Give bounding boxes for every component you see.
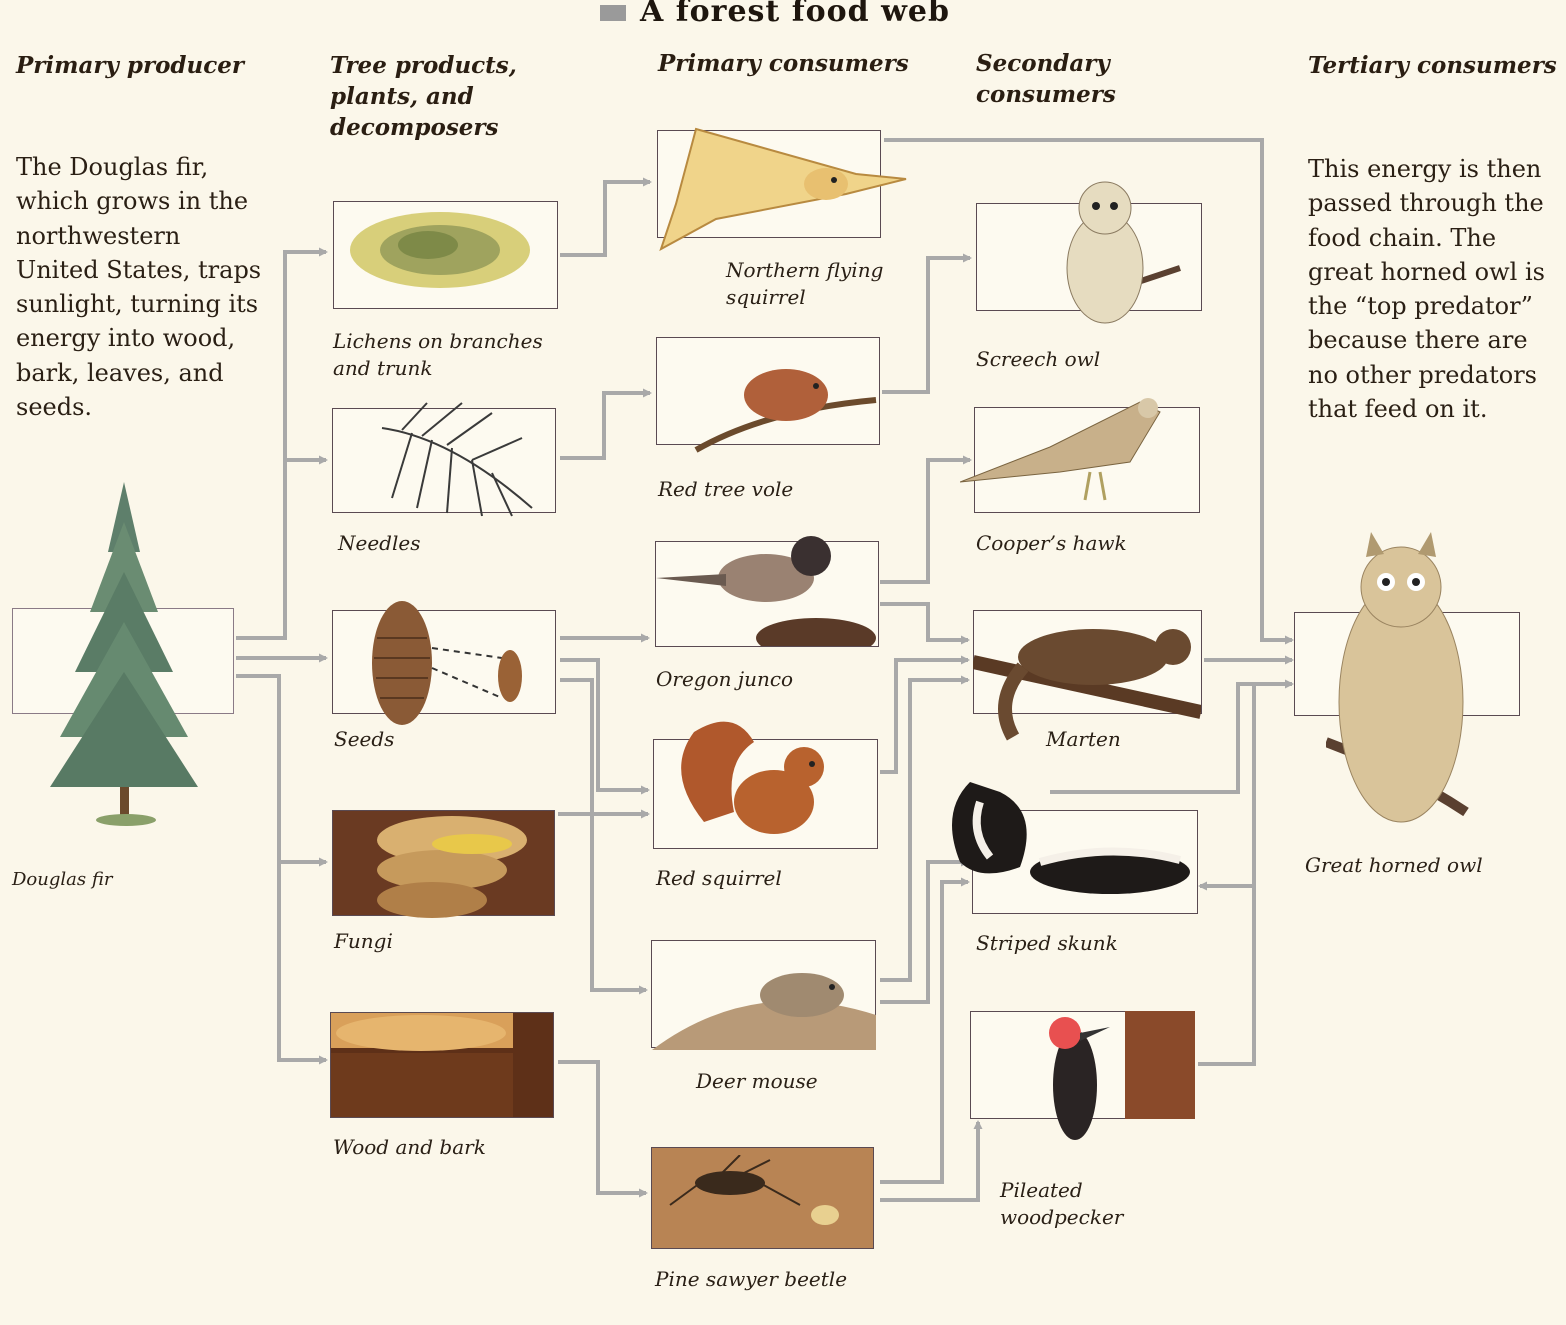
needles-icon	[372, 398, 537, 518]
great-horned-owl-icon	[1326, 532, 1476, 832]
arrow-beetle-woodpecker	[880, 1122, 978, 1200]
lichens-icon	[348, 205, 533, 290]
red-squirrel-icon	[664, 712, 844, 842]
arrow-lichens-squirrel	[560, 182, 650, 255]
arrow-fir-fungi	[236, 676, 326, 862]
wood-bark-icon	[331, 1013, 513, 1117]
coopers-hawk-icon	[960, 392, 1175, 510]
caption-needles: Needles	[338, 530, 420, 557]
screech-owl-icon	[1030, 178, 1190, 343]
arrow-seeds-deermouse	[560, 680, 646, 990]
caption-pine-sawyer-beetle: Pine sawyer beetle	[655, 1266, 847, 1293]
fungi-icon	[372, 810, 542, 930]
caption-red-tree-vole: Red tree vole	[658, 476, 793, 503]
flying-squirrel-icon	[656, 124, 910, 254]
caption-screech-owl: Screech owl	[976, 346, 1100, 373]
arrow-needles-vole	[560, 393, 650, 458]
caption-wood-bark: Wood and bark	[333, 1134, 486, 1161]
caption-striped-skunk: Striped skunk	[976, 930, 1118, 957]
arrow-woodpecker-owl	[1198, 886, 1254, 1064]
caption-douglas-fir: Douglas fir	[12, 866, 112, 893]
douglas-fir-icon	[48, 482, 208, 827]
arrow-wood-beetle	[558, 1062, 646, 1193]
caption-lichens: Lichens on branches and trunk	[333, 328, 573, 382]
caption-red-squirrel: Red squirrel	[656, 865, 782, 892]
caption-oregon-junco: Oregon junco	[656, 666, 793, 693]
caption-seeds: Seeds	[334, 726, 394, 753]
arrow-redsquirrel-marten	[880, 660, 968, 772]
caption-coopers-hawk: Cooper’s hawk	[976, 530, 1127, 557]
oregon-junco-icon	[656, 528, 880, 646]
red-tree-vole-icon	[656, 340, 886, 460]
caption-deer-mouse: Deer mouse	[696, 1068, 818, 1095]
caption-great-horned-owl: Great horned owl	[1305, 852, 1483, 879]
pine-sawyer-beetle-icon	[660, 1155, 860, 1245]
deer-mouse-icon	[652, 955, 876, 1050]
arrow-junco-hawk	[880, 460, 970, 582]
caption-fungi: Fungi	[334, 928, 393, 955]
caption-pileated-woodpecker: Pileated woodpecker	[1000, 1177, 1160, 1231]
arrow-junco-marten	[880, 604, 968, 640]
seeds-icon	[362, 598, 532, 743]
caption-marten: Marten	[1046, 726, 1121, 753]
arrow-fir-wood	[279, 862, 326, 1060]
caption-flying-squirrel: Northern flying squirrel	[726, 257, 906, 311]
pileated-woodpecker-icon	[1030, 1005, 1195, 1180]
striped-skunk-icon	[940, 772, 1210, 907]
arrow-fir-lichens	[236, 252, 326, 638]
marten-icon	[973, 612, 1201, 742]
arrow-beetle-skunk	[880, 882, 968, 1182]
